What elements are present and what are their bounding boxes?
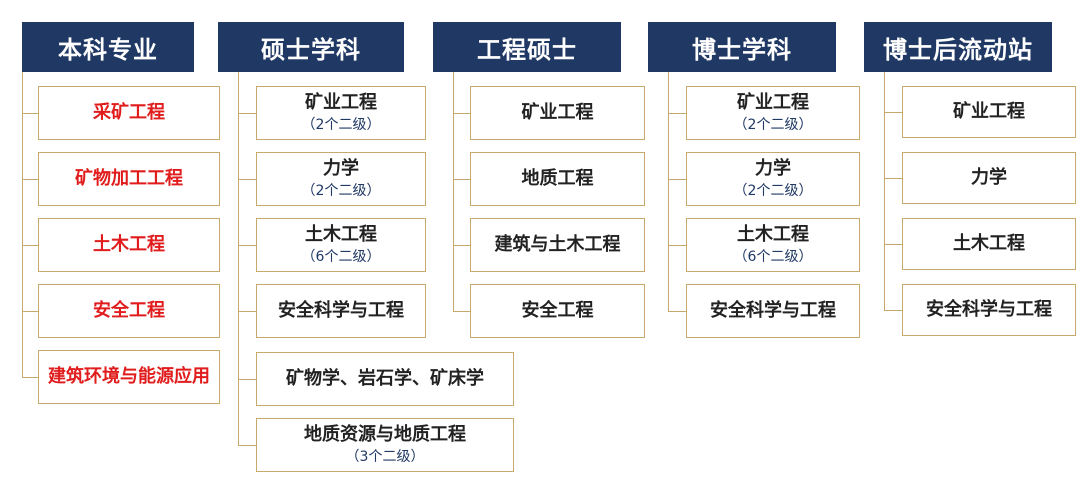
tree-branch: [238, 113, 256, 114]
tree-branch: [238, 179, 256, 180]
discipline-label: 力学: [323, 158, 359, 179]
discipline-label: 土木工程: [93, 234, 165, 255]
tree-branch: [668, 311, 686, 312]
discipline-box[interactable]: 建筑与土木工程: [470, 218, 645, 272]
discipline-label: 矿业工程: [521, 102, 594, 123]
tree-connector: [884, 72, 885, 310]
discipline-box[interactable]: 矿物学、岩石学、矿床学: [256, 352, 514, 406]
discipline-label: 采矿工程: [93, 102, 165, 123]
discipline-box[interactable]: 力学 （2个二级）: [686, 152, 860, 206]
discipline-box[interactable]: 矿物加工工程: [38, 152, 220, 206]
tree-branch: [238, 311, 256, 312]
tree-branch: [668, 245, 686, 246]
discipline-label: 矿物学、岩石学、矿床学: [286, 368, 484, 389]
discipline-box[interactable]: 力学: [902, 152, 1076, 204]
discipline-box[interactable]: 安全科学与工程: [256, 284, 426, 338]
discipline-box[interactable]: 矿业工程 （2个二级）: [686, 86, 860, 140]
discipline-box[interactable]: 土木工程 （6个二级）: [686, 218, 860, 272]
tree-connector: [453, 72, 454, 311]
discipline-box[interactable]: 土木工程 （6个二级）: [256, 218, 426, 272]
discipline-box[interactable]: 地质工程: [470, 152, 645, 206]
column-header: 博士学科: [648, 22, 836, 72]
sub-count-label: （2个二级）: [301, 117, 381, 133]
discipline-box[interactable]: 矿业工程: [902, 86, 1076, 138]
column-header: 本科专业: [22, 22, 194, 72]
discipline-label: 矿物加工工程: [75, 168, 183, 189]
tree-branch: [884, 112, 902, 113]
tree-branch: [884, 178, 902, 179]
discipline-label: 建筑与土木工程: [494, 234, 621, 255]
tree-branch: [668, 113, 686, 114]
tree-connector: [22, 72, 23, 377]
discipline-label: 力学: [971, 167, 1007, 188]
tree-branch: [453, 245, 470, 246]
discipline-label: 安全工程: [521, 300, 594, 321]
discipline-label: 矿业工程: [305, 92, 377, 113]
discipline-label: 地质工程: [521, 168, 594, 189]
tree-branch: [453, 311, 470, 312]
sub-count-label: （6个二级）: [733, 249, 813, 265]
sub-count-label: （3个二级）: [345, 449, 425, 465]
sub-count-label: （6个二级）: [301, 249, 381, 265]
tree-connector: [238, 72, 239, 445]
discipline-label: 安全科学与工程: [710, 300, 836, 321]
discipline-box[interactable]: 矿业工程: [470, 86, 645, 140]
tree-branch: [238, 445, 256, 446]
discipline-label: 建筑环境与能源应用: [48, 366, 210, 387]
tree-branch: [238, 379, 256, 380]
discipline-box[interactable]: 安全工程: [38, 284, 220, 338]
tree-branch: [884, 310, 902, 311]
discipline-label: 安全科学与工程: [278, 300, 404, 321]
discipline-label: 矿业工程: [953, 101, 1025, 122]
tree-branch: [22, 311, 38, 312]
discipline-label: 安全工程: [93, 300, 165, 321]
tree-branch: [453, 113, 470, 114]
tree-branch: [668, 179, 686, 180]
tree-branch: [22, 179, 38, 180]
discipline-label: 安全科学与工程: [926, 299, 1052, 320]
discipline-label: 土木工程: [953, 233, 1025, 254]
sub-count-label: （2个二级）: [733, 183, 813, 199]
discipline-box[interactable]: 安全科学与工程: [902, 284, 1076, 336]
discipline-label: 矿业工程: [737, 92, 809, 113]
discipline-box[interactable]: 土木工程: [902, 218, 1076, 270]
tree-branch: [22, 245, 38, 246]
tree-branch: [22, 113, 38, 114]
discipline-box[interactable]: 矿业工程 （2个二级）: [256, 86, 426, 140]
discipline-box[interactable]: 采矿工程: [38, 86, 220, 140]
discipline-label: 地质资源与地质工程: [304, 424, 466, 445]
discipline-box[interactable]: 土木工程: [38, 218, 220, 272]
tree-branch: [884, 244, 902, 245]
discipline-label: 土木工程: [737, 224, 809, 245]
discipline-box[interactable]: 安全科学与工程: [686, 284, 860, 338]
discipline-label: 力学: [755, 158, 791, 179]
tree-connector: [668, 72, 669, 311]
discipline-box[interactable]: 建筑环境与能源应用: [38, 350, 220, 404]
tree-branch: [238, 245, 256, 246]
sub-count-label: （2个二级）: [301, 183, 381, 199]
discipline-label: 土木工程: [305, 224, 377, 245]
tree-branch: [22, 377, 38, 378]
discipline-box[interactable]: 安全工程: [470, 284, 645, 338]
column-header: 硕士学科: [218, 22, 404, 72]
column-header: 工程硕士: [433, 22, 621, 72]
tree-branch: [453, 179, 470, 180]
sub-count-label: （2个二级）: [733, 117, 813, 133]
discipline-box[interactable]: 地质资源与地质工程 （3个二级）: [256, 418, 514, 472]
discipline-box[interactable]: 力学 （2个二级）: [256, 152, 426, 206]
column-header: 博士后流动站: [864, 22, 1052, 72]
